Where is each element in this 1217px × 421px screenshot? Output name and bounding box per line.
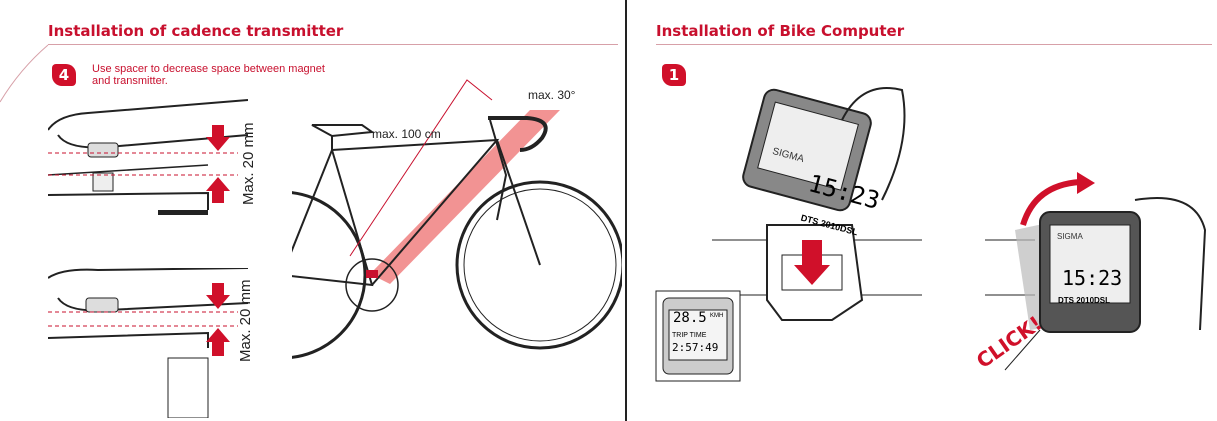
- inset-value: 2:57:49: [672, 341, 719, 354]
- crank-diagram-top: [48, 99, 248, 215]
- page-divider: [625, 0, 627, 421]
- max-range-label: max. 100 cm: [372, 127, 441, 141]
- max-angle-label: max. 30°: [528, 88, 576, 102]
- title-underline-right: [656, 44, 1212, 45]
- max-distance-label-top: Max. 20 mm: [240, 122, 257, 205]
- spacer-note: Use spacer to decrease space between mag…: [92, 63, 325, 87]
- arrow-right-icon: [1077, 172, 1095, 194]
- device-brand-2: SIGMA: [1057, 232, 1083, 241]
- signal-beam: [370, 110, 560, 284]
- title-underline: [48, 44, 618, 45]
- mount-diagram: [712, 87, 922, 321]
- inset-mode: TRIP TIME: [672, 332, 707, 339]
- inset-unit: KMH: [710, 313, 724, 319]
- arrow-up-icon: [206, 328, 230, 356]
- click-diagram: [985, 172, 1207, 371]
- crank-diagram-bottom: [48, 268, 248, 418]
- device-time-2: 15:23: [1062, 266, 1123, 290]
- step-badge-1: 1: [662, 64, 686, 86]
- step-badge-4: 4: [52, 64, 76, 86]
- device-model-2: DTS 2010DSL: [1058, 296, 1111, 305]
- arrow-up-icon: [206, 177, 230, 203]
- cadence-section-title: Installation of cadence transmitter: [48, 22, 344, 40]
- max-distance-label-bottom: Max. 20 mm: [237, 279, 254, 362]
- arrow-down-icon: [206, 125, 230, 151]
- arrow-down-icon: [794, 240, 830, 285]
- bike-computer-section-title: Installation of Bike Computer: [656, 22, 905, 40]
- corner-curve: [0, 44, 49, 103]
- inset-speed: 28.5: [673, 310, 707, 326]
- inset-frame: [655, 290, 741, 382]
- arrow-down-icon: [206, 283, 230, 309]
- bicycle-illustration: [292, 79, 622, 359]
